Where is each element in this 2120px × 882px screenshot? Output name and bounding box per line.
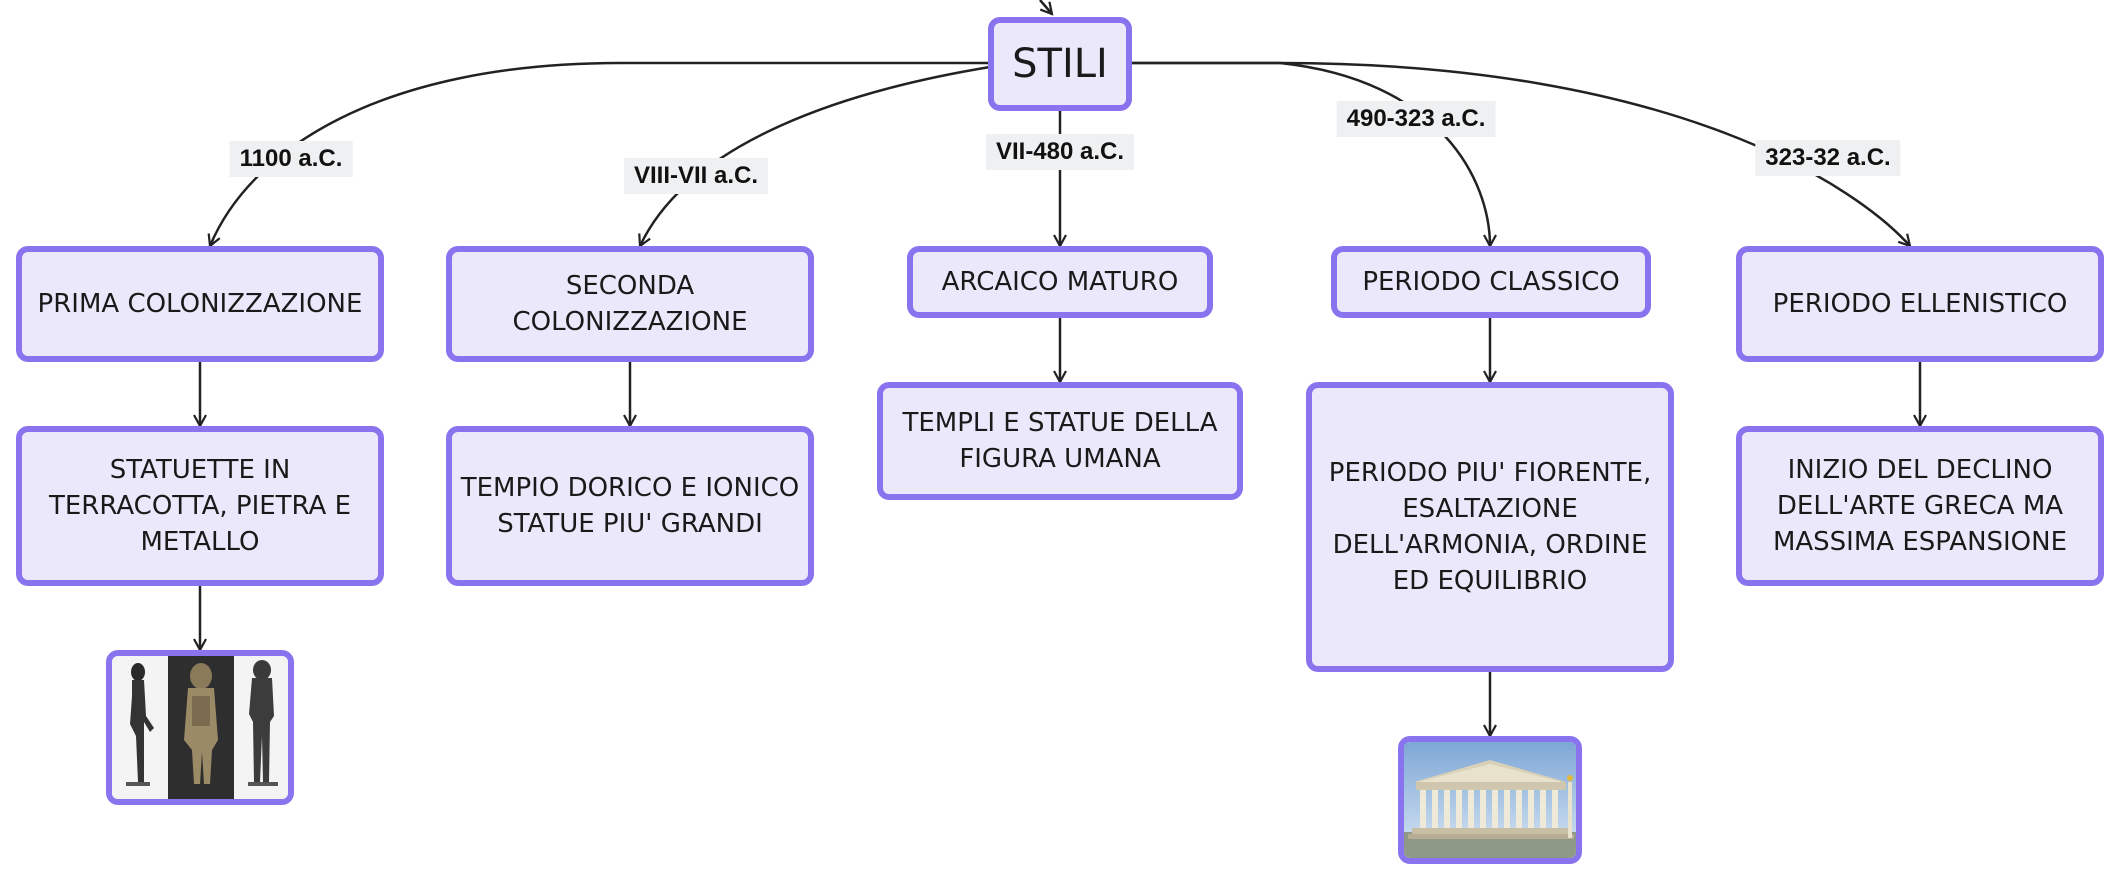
statuettes-image (106, 650, 294, 805)
date-label-prima: 1100 a.C. (229, 141, 353, 177)
incoming-connector (1039, 0, 1052, 14)
connector-root-ellenistico (1130, 61, 1910, 246)
detail-node-classico: PERIODO PIU' FIORENTE, ESALTAZIONE DELL'… (1306, 382, 1674, 672)
statuettes-photo (112, 656, 288, 799)
date-label-ellenistico: 323-32 a.C. (1755, 140, 1901, 176)
connector-root-classico (1130, 61, 1490, 246)
period-node-arcaico: ARCAICO MATURO (907, 246, 1213, 318)
date-label-arcaico: VII-480 a.C. (985, 134, 1135, 170)
detail-node-arcaico: TEMPLI E STATUE DELLA FIGURA UMANA (877, 382, 1243, 500)
period-node-prima: PRIMA COLONIZZAZIONE (16, 246, 384, 362)
greek-temple-image (1398, 736, 1582, 864)
date-label-seconda: VIII-VII a.C. (623, 158, 769, 194)
detail-node-seconda: TEMPIO DORICO E IONICO STATUE PIU' GRAND… (446, 426, 814, 586)
period-node-seconda: SECONDA COLONIZZAZIONE (446, 246, 814, 362)
connector-root-prima (210, 61, 990, 246)
period-node-ellenistico: PERIODO ELLENISTICO (1736, 246, 2104, 362)
root-node: STILI (988, 17, 1132, 111)
period-node-classico: PERIODO CLASSICO (1331, 246, 1651, 318)
connector-root-seconda (640, 65, 991, 246)
greek-temple-photo (1404, 742, 1576, 858)
detail-node-prima: STATUETTE IN TERRACOTTA, PIETRA E METALL… (16, 426, 384, 586)
detail-node-ellenistico: INIZIO DEL DECLINO DELL'ARTE GRECA MA MA… (1736, 426, 2104, 586)
date-label-classico: 490-323 a.C. (1336, 101, 1496, 137)
